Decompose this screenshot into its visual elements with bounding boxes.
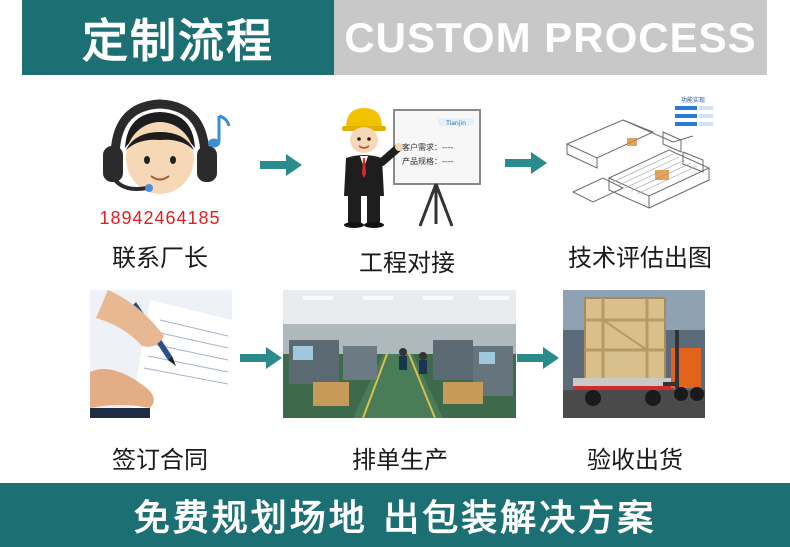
step-caption-delivery: 验收出货 [587,446,683,474]
step-caption-assessment: 技术评估出图 [568,244,712,272]
contract-signing-photo [90,290,232,418]
step-caption-production: 排单生产 [352,446,448,474]
title-chinese: 定制流程 [22,0,334,75]
arrow-right-icon [505,152,547,174]
board-text-requirement: 客户需求：---- [402,142,454,152]
title-english: CUSTOM PROCESS [334,0,767,75]
board-logo-text: Tianjin [445,120,466,127]
engineer-illustration: Tianjin 客户需求：---- 产品规格：---- [332,96,482,230]
production-workshop-photo [283,290,516,418]
step-caption-contract: 签订合同 [112,446,208,474]
technical-drawing-illustration: 功能实现 [563,92,723,222]
diagram-title-text: 功能实现 [681,96,705,104]
step-caption-engineering: 工程对接 [359,249,455,277]
arrow-right-icon [517,347,559,369]
phone-number[interactable]: 18942464185 [99,208,221,228]
step-caption-contact: 联系厂长 [112,244,208,272]
footer-slogan: 免费规划场地 出包装解决方案 [0,483,790,547]
board-text-spec: 产品规格：---- [402,156,454,166]
shipping-crate-photo [563,290,705,418]
customer-service-illustration [85,88,235,208]
arrow-right-icon [240,347,282,369]
arrow-right-icon [260,154,302,176]
